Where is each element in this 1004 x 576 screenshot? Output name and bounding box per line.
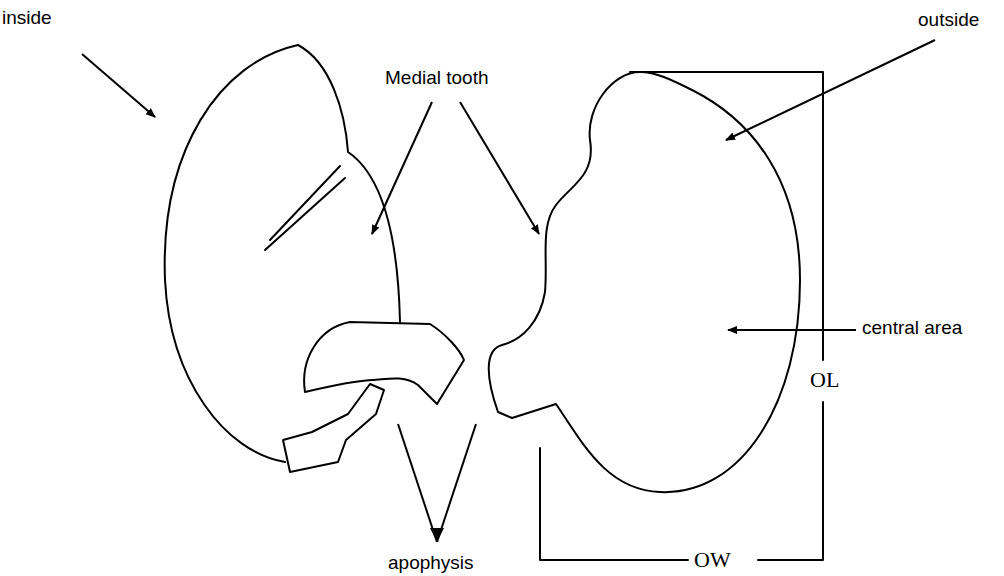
ol-bracket [630,72,823,360]
dimension-label: OW [692,548,733,572]
leader-line [437,424,476,542]
leader-line [460,102,539,234]
dimension-label: OL [808,368,841,392]
ow-bracket [540,448,688,560]
ol-bracket [758,402,823,560]
leader-line [726,40,935,140]
part-label: central area [862,318,962,339]
apophysis-lower [283,384,384,472]
part-label: Medial tooth [385,68,489,89]
part-label: inside [2,8,52,29]
leader-line [82,54,155,117]
leader-line [372,102,432,234]
leader-line [398,424,437,542]
left-operculum-inner-edge [298,45,400,322]
part-label: apophysis [388,553,474,574]
left-groove [270,166,340,240]
right-operculum-outline [489,72,800,492]
left-groove [265,178,345,250]
leader-line [728,329,856,331]
left-operculum-outline [165,45,298,462]
part-label: outside [918,10,979,31]
